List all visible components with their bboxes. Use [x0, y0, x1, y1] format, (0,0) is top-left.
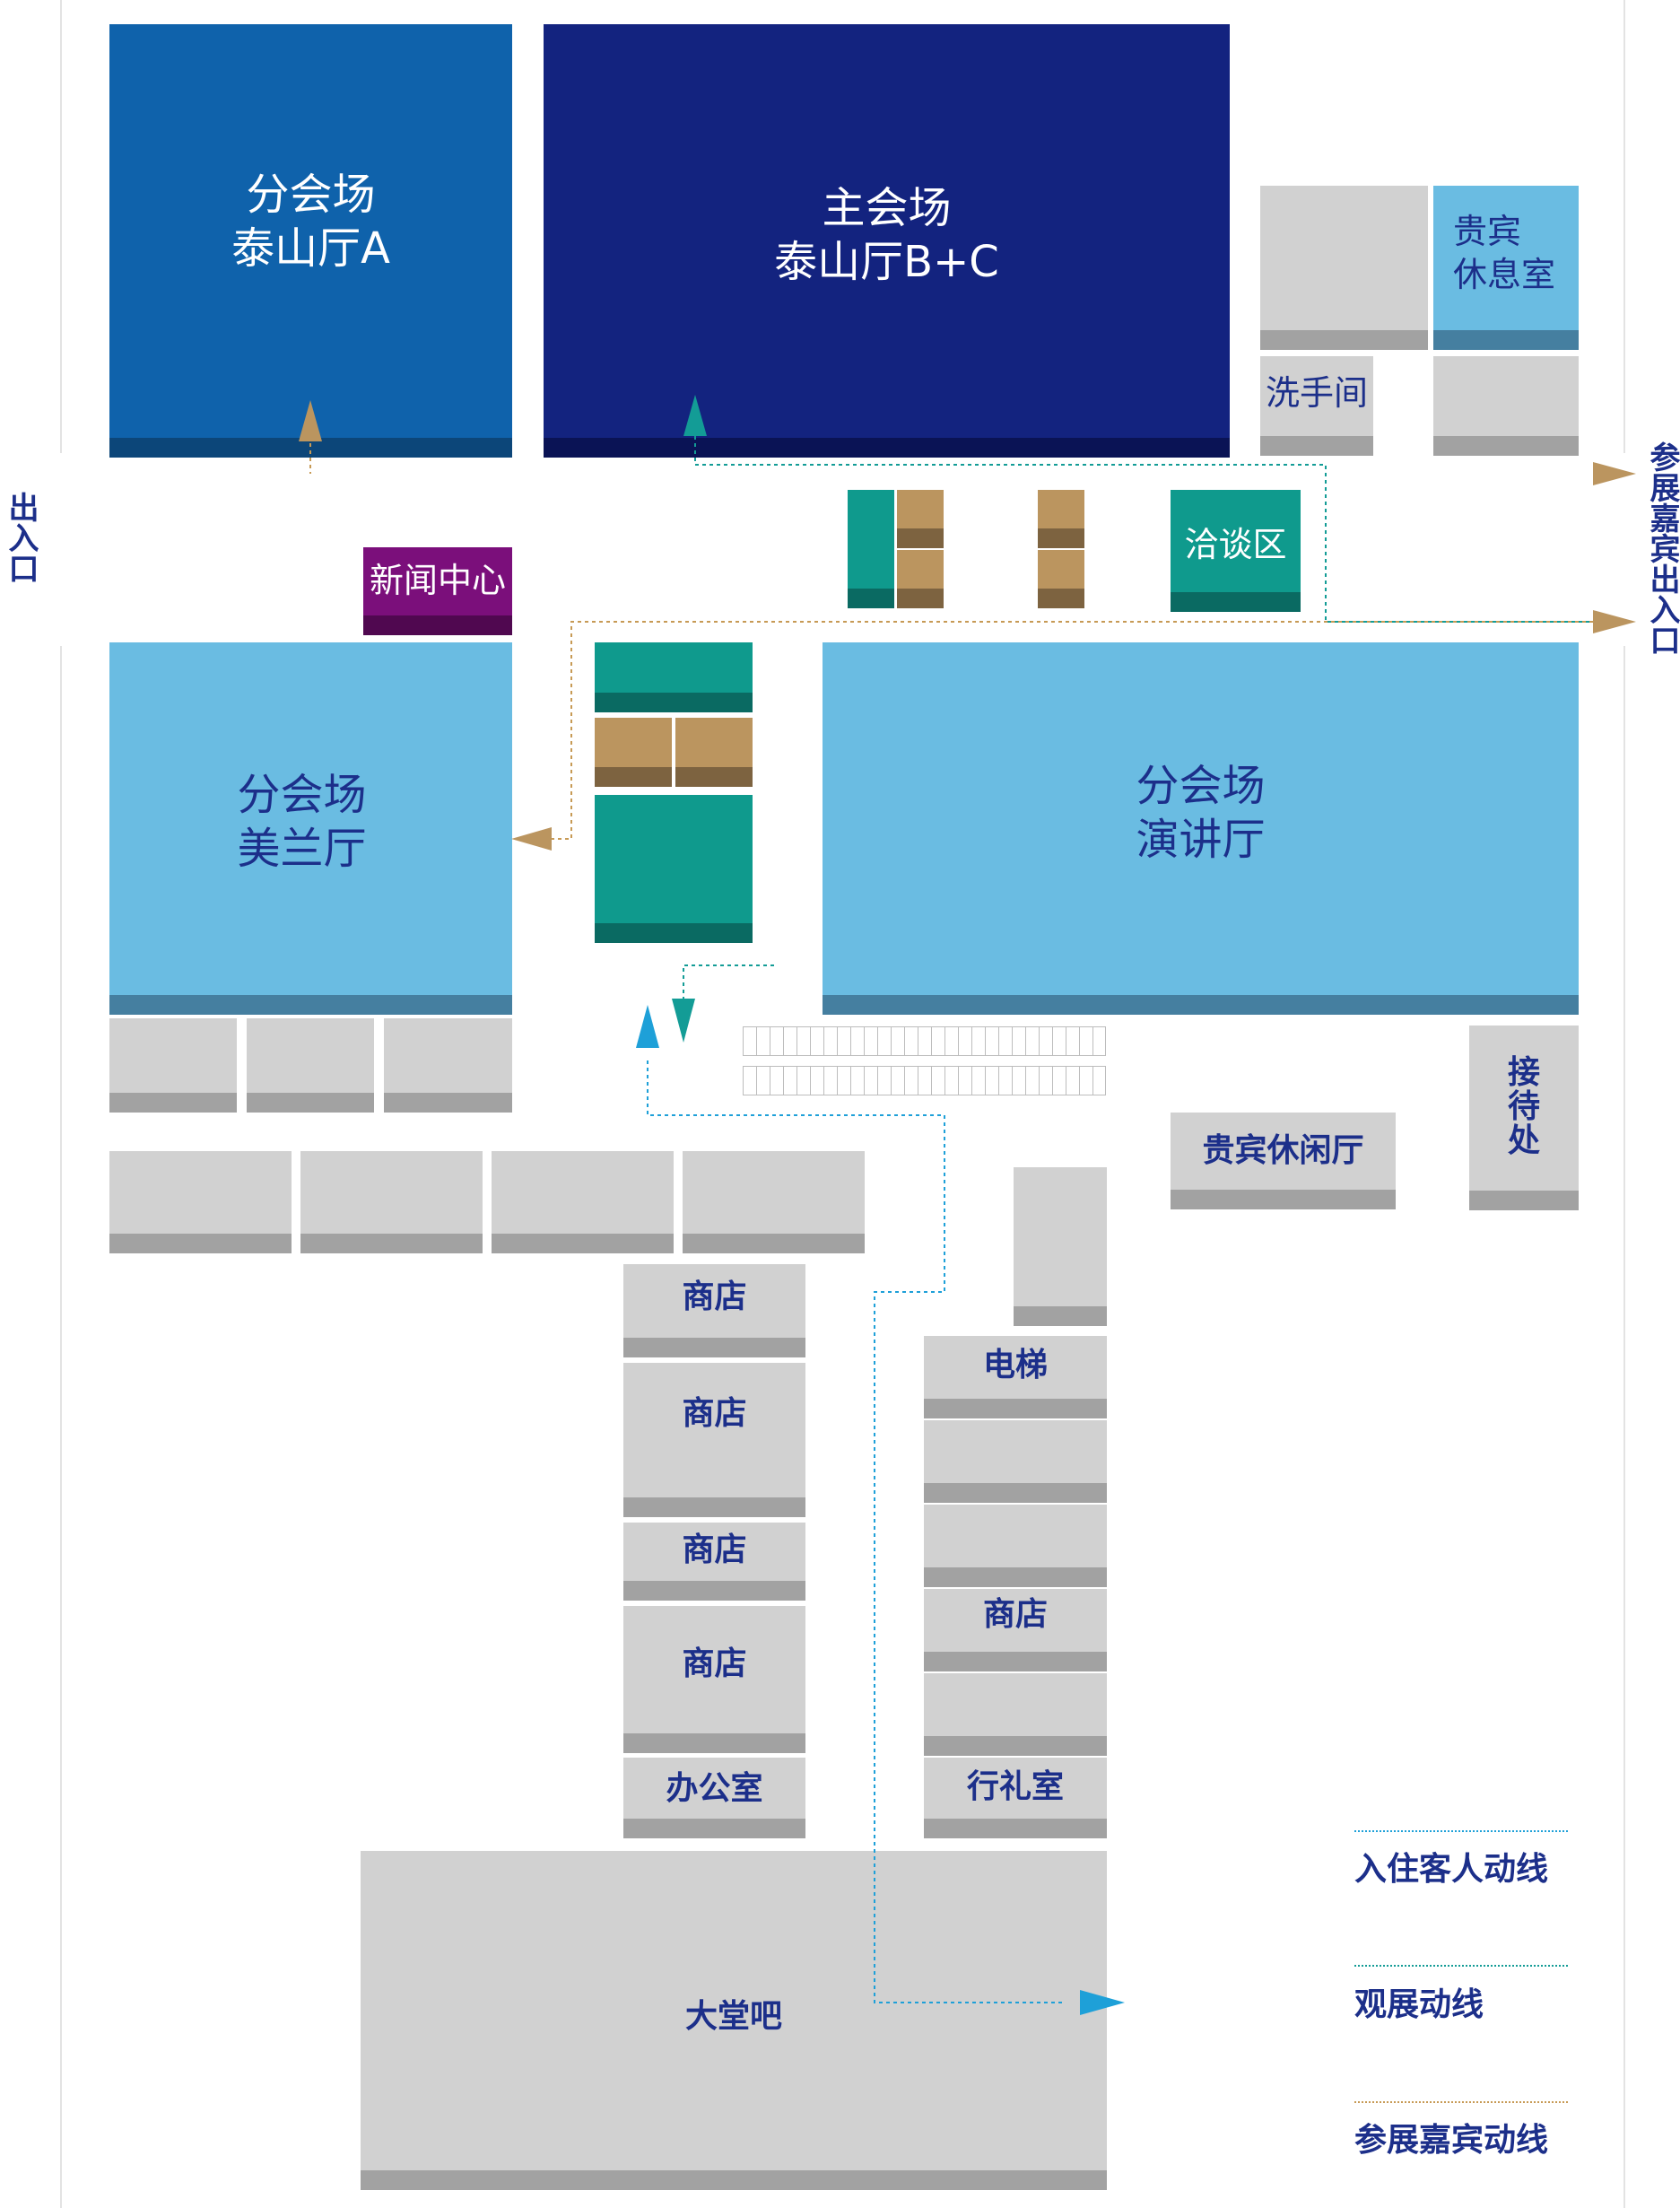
room-meilan-sub-1	[109, 1018, 237, 1113]
room-row-4	[683, 1151, 865, 1253]
shop-5-label: 商店	[982, 1596, 1048, 1633]
booth-tan-6[interactable]	[675, 718, 753, 787]
room-vip-lounge-label: 贵宾休闲厅	[1202, 1132, 1364, 1169]
shop-4-label: 商店	[682, 1645, 747, 1682]
press-center[interactable]: 新闻中心	[363, 547, 512, 635]
lobby-bar-label: 大堂吧	[684, 1998, 782, 2035]
legend-visitor-text: 观展动线	[1354, 1986, 1484, 2023]
hall-taishan-bc-label: 主会场 泰山厅B+C	[774, 183, 999, 287]
legend-guest-text: 入住客人动线	[1354, 1851, 1549, 1888]
room-row-1	[109, 1151, 292, 1253]
room-restroom-label: 洗手间	[1265, 373, 1368, 413]
booth-tan-3[interactable]	[1038, 490, 1084, 548]
elevator-label: 电梯	[982, 1347, 1048, 1383]
legend-visitor-line	[1354, 1965, 1568, 1967]
seating-row-1	[743, 1026, 1106, 1056]
left-entrance-gap	[54, 453, 68, 646]
shop-3[interactable]: 商店	[623, 1523, 805, 1601]
elevator[interactable]: 电梯	[924, 1336, 1107, 1418]
room-reception-label: 接 待 处	[1507, 1054, 1540, 1159]
legend-guest-line	[1354, 1830, 1568, 1832]
luggage-room-label: 行礼室	[966, 1768, 1064, 1805]
luggage-room[interactable]: 行礼室	[924, 1758, 1107, 1838]
right-entrance-label: 参展嘉宾出入口	[1644, 441, 1680, 655]
plan-frame	[60, 0, 1625, 2208]
room-row-3	[492, 1151, 674, 1253]
shop-1-label: 商店	[682, 1279, 747, 1315]
hall-taishan-a[interactable]: 分会场 泰山厅A	[109, 24, 512, 458]
room-meilan-sub-3	[384, 1018, 512, 1113]
room-top-right-small	[1433, 356, 1579, 456]
legend-exhibitor-line	[1354, 2101, 1568, 2103]
booth-tan-1[interactable]	[897, 490, 944, 548]
shop-5[interactable]: 商店	[924, 1589, 1107, 1671]
booth-tan-5[interactable]	[595, 718, 672, 787]
shop-1[interactable]: 商店	[623, 1264, 805, 1357]
room-reception[interactable]: 接 待 处	[1469, 1025, 1579, 1210]
shop-3-label: 商店	[682, 1532, 747, 1568]
hall-lecture[interactable]: 分会场 演讲厅	[823, 642, 1579, 1015]
room-restroom[interactable]: 洗手间	[1260, 356, 1373, 456]
lobby-bar[interactable]: 大堂吧	[361, 1851, 1107, 2190]
negotiation-area[interactable]: 洽谈区	[1171, 490, 1301, 612]
room-top-right-grey	[1260, 186, 1428, 350]
room-elevator-block	[1014, 1167, 1107, 1326]
booth-teal-3[interactable]	[595, 795, 753, 943]
booth-tan-2[interactable]	[897, 550, 944, 608]
room-meilan-sub-2	[247, 1018, 374, 1113]
office[interactable]: 办公室	[623, 1758, 805, 1838]
room-vip-lounge[interactable]: 贵宾休闲厅	[1171, 1113, 1396, 1209]
shop-4[interactable]: 商店	[623, 1606, 805, 1753]
hall-meilan[interactable]: 分会场 美兰厅	[109, 642, 512, 1015]
legend-exhibitor-text: 参展嘉宾动线	[1354, 2122, 1549, 2159]
hall-meilan-label: 分会场 美兰厅	[237, 770, 367, 874]
room-vip-rest-label: 贵宾 休息室	[1453, 212, 1556, 294]
shop-2[interactable]: 商店	[623, 1363, 805, 1517]
room-right-col-1	[924, 1420, 1107, 1503]
room-right-col-3	[924, 1673, 1107, 1756]
hall-taishan-a-label: 分会场 泰山厅A	[231, 170, 390, 274]
room-vip-rest[interactable]: 贵宾 休息室	[1433, 186, 1579, 350]
left-entrance-label: 出入口	[3, 492, 39, 583]
hall-lecture-label: 分会场 演讲厅	[1136, 761, 1266, 865]
booth-teal-2[interactable]	[595, 642, 753, 712]
booth-tan-4[interactable]	[1038, 550, 1084, 608]
right-entrance-gap	[1615, 453, 1632, 646]
press-center-label: 新闻中心	[369, 561, 506, 600]
negotiation-area-label: 洽谈区	[1184, 525, 1287, 564]
room-right-col-2	[924, 1505, 1107, 1587]
office-label: 办公室	[666, 1770, 763, 1807]
room-row-2	[300, 1151, 483, 1253]
booth-teal-1[interactable]	[848, 490, 894, 608]
shop-2-label: 商店	[682, 1395, 747, 1432]
seating-row-2	[743, 1066, 1106, 1095]
hall-taishan-bc[interactable]: 主会场 泰山厅B+C	[544, 24, 1230, 458]
